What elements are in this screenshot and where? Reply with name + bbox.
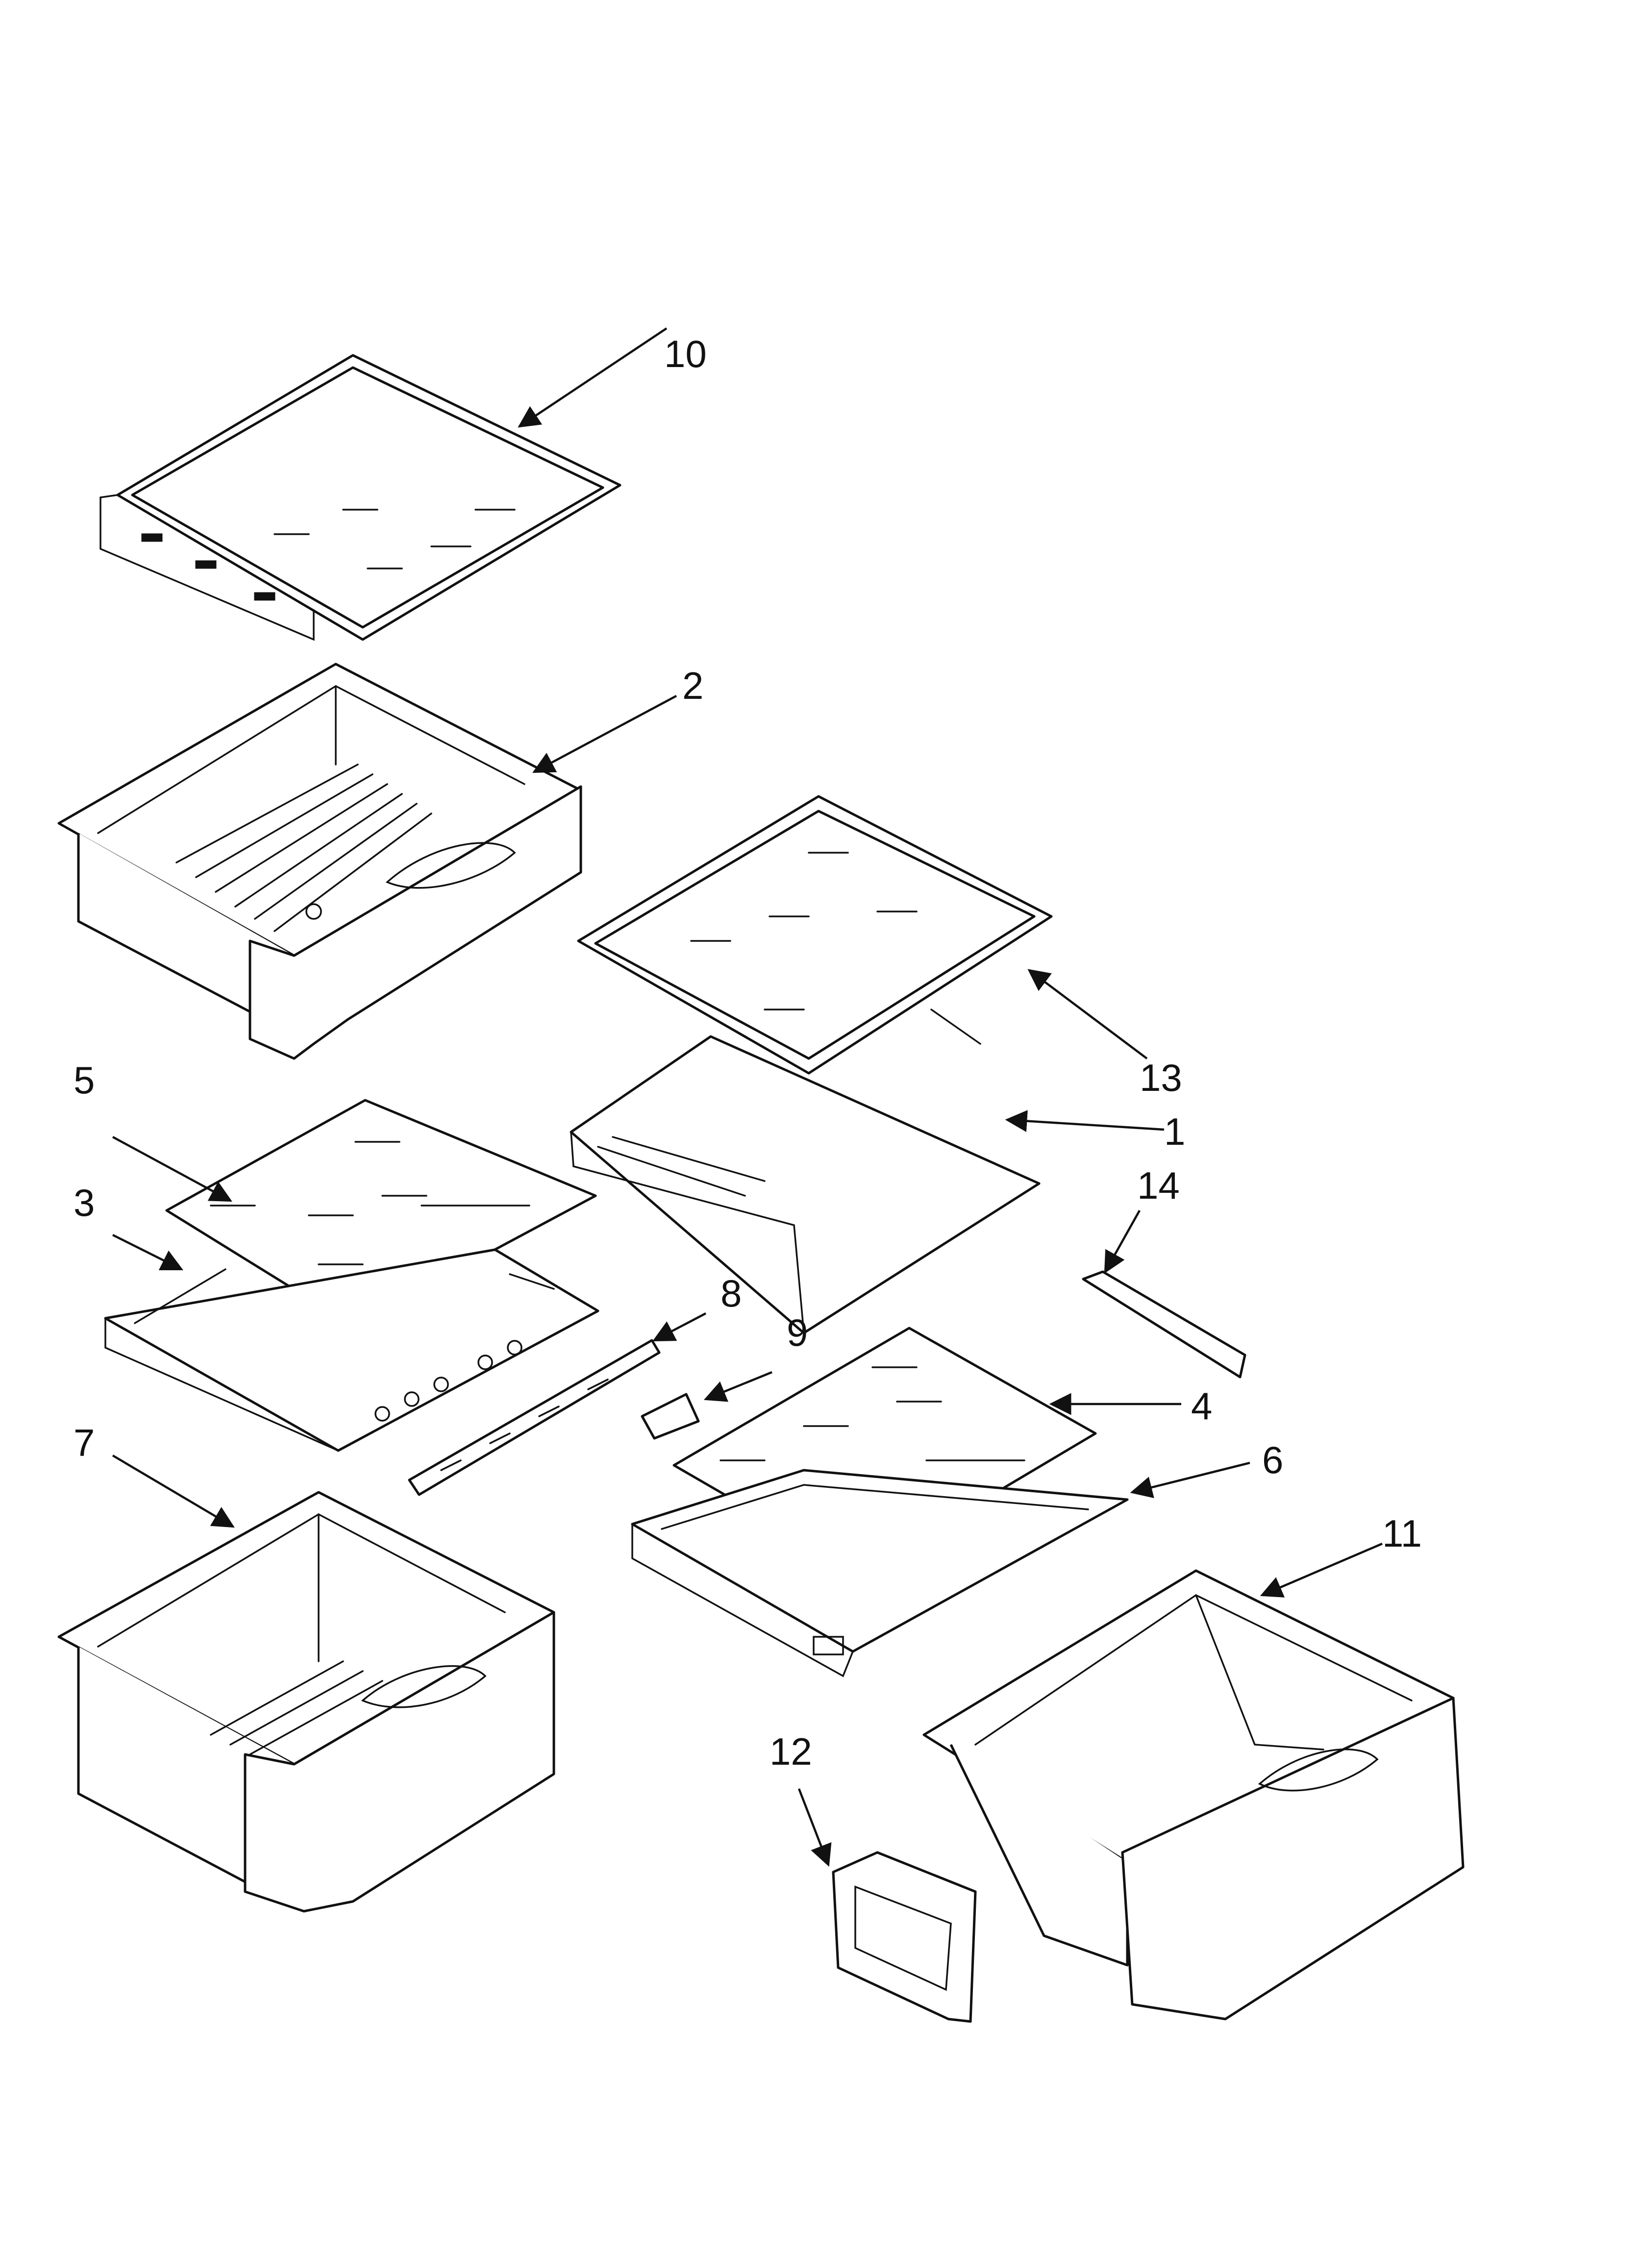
callout-8: 8 (721, 1272, 742, 1315)
leader-6 (1130, 1461, 1250, 1499)
leader-12 (797, 1788, 832, 1867)
callout-7: 7 (74, 1421, 95, 1464)
part-12-label-holder (832, 1851, 977, 2023)
leader-13 (1027, 969, 1148, 1060)
leader-lines (112, 327, 1383, 1867)
callout-4: 4 (1191, 1384, 1213, 1428)
part-7-crisper-drawer (57, 1491, 555, 1913)
leader-1 (1005, 1110, 1165, 1132)
part-8-slide-rail (408, 1339, 661, 1496)
part-11-deli-drawer (922, 1569, 1465, 2021)
leader-10 (518, 327, 668, 428)
part-3-cover-frame (104, 1248, 599, 1452)
callout-11: 11 (1382, 1512, 1422, 1555)
callout-14: 14 (1137, 1164, 1180, 1207)
leader-14 (1104, 1209, 1141, 1274)
leader-9 (703, 1371, 772, 1402)
part-14-rail (1082, 1270, 1246, 1379)
callout-12: 12 (770, 1730, 812, 1773)
leader-3 (112, 1233, 184, 1271)
callout-5: 5 (74, 1059, 95, 1102)
leader-2 (532, 695, 677, 773)
callout-10: 10 (664, 332, 707, 375)
leader-7 (112, 1454, 235, 1528)
callout-1: 1 (1164, 1110, 1186, 1153)
part-1-shelf-frame (570, 1009, 1041, 1334)
leader-5 (112, 1136, 232, 1202)
part-10-glass-shelf (99, 354, 622, 641)
part-6-cover-frame (631, 1469, 1129, 1677)
leader-8 (652, 1312, 707, 1342)
part-13-glass-shelf (577, 795, 1053, 1075)
part-9-clip (641, 1393, 700, 1440)
callout-3: 3 (74, 1181, 95, 1224)
callout-6: 6 (1262, 1438, 1284, 1481)
callout-13: 13 (1140, 1056, 1182, 1099)
callout-2: 2 (682, 664, 704, 707)
callout-9: 9 (787, 1311, 808, 1354)
part-2-crisper-drawer (57, 663, 582, 1060)
leader-11 (1260, 1542, 1383, 1598)
